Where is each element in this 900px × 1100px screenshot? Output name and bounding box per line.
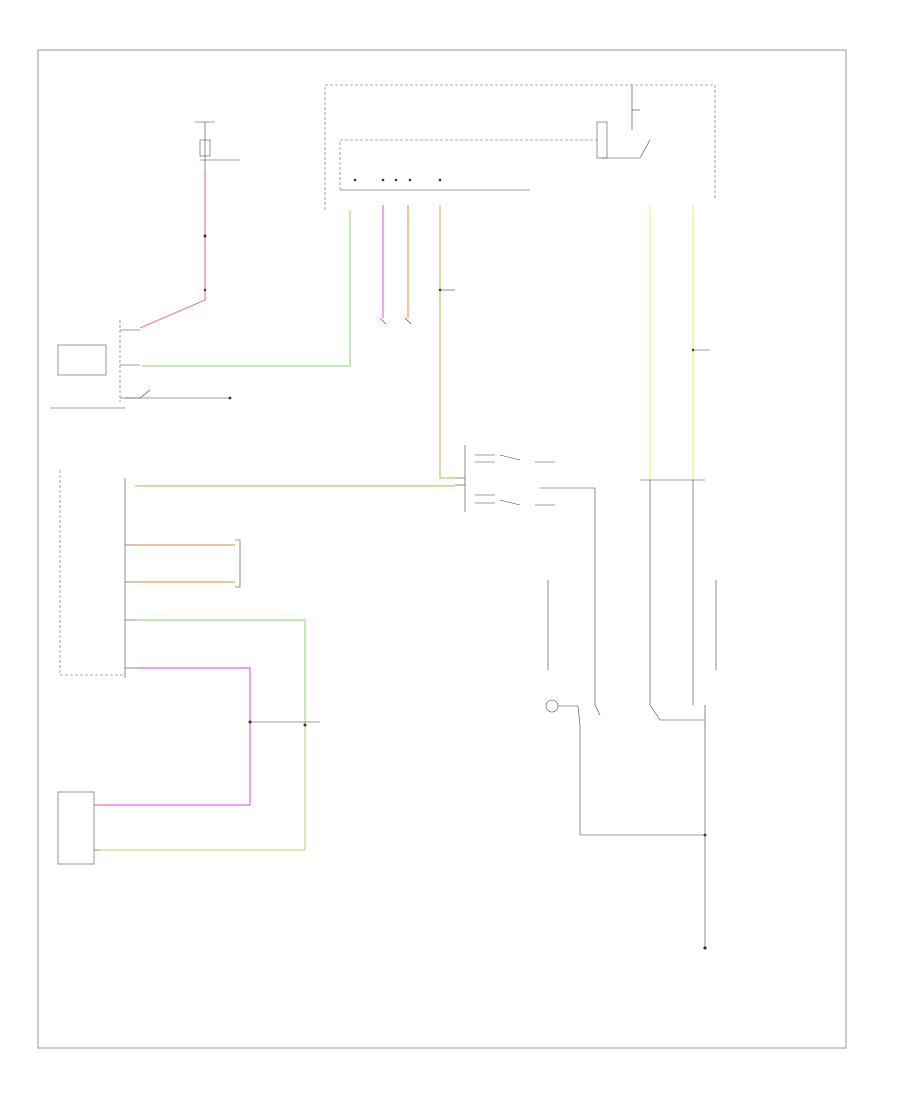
ground-bus [580,760,707,950]
center-lamp [545,699,601,835]
wire-violet-lower [100,667,251,806]
dimmer-switch-assembly [59,470,135,678]
top-control-module [324,84,716,210]
headlamp-fuse-feed [139,121,240,329]
wire-green-lower [135,619,306,725]
wire-tan-main [439,205,455,479]
right-relay [649,704,706,760]
headlamp-switch [50,320,232,409]
diagram-frame [37,49,847,1049]
wire-green-upper [142,210,351,367]
lower-left-module [57,791,100,865]
wire-green-lower-yellow [100,725,306,851]
center-switch-block [455,445,596,530]
